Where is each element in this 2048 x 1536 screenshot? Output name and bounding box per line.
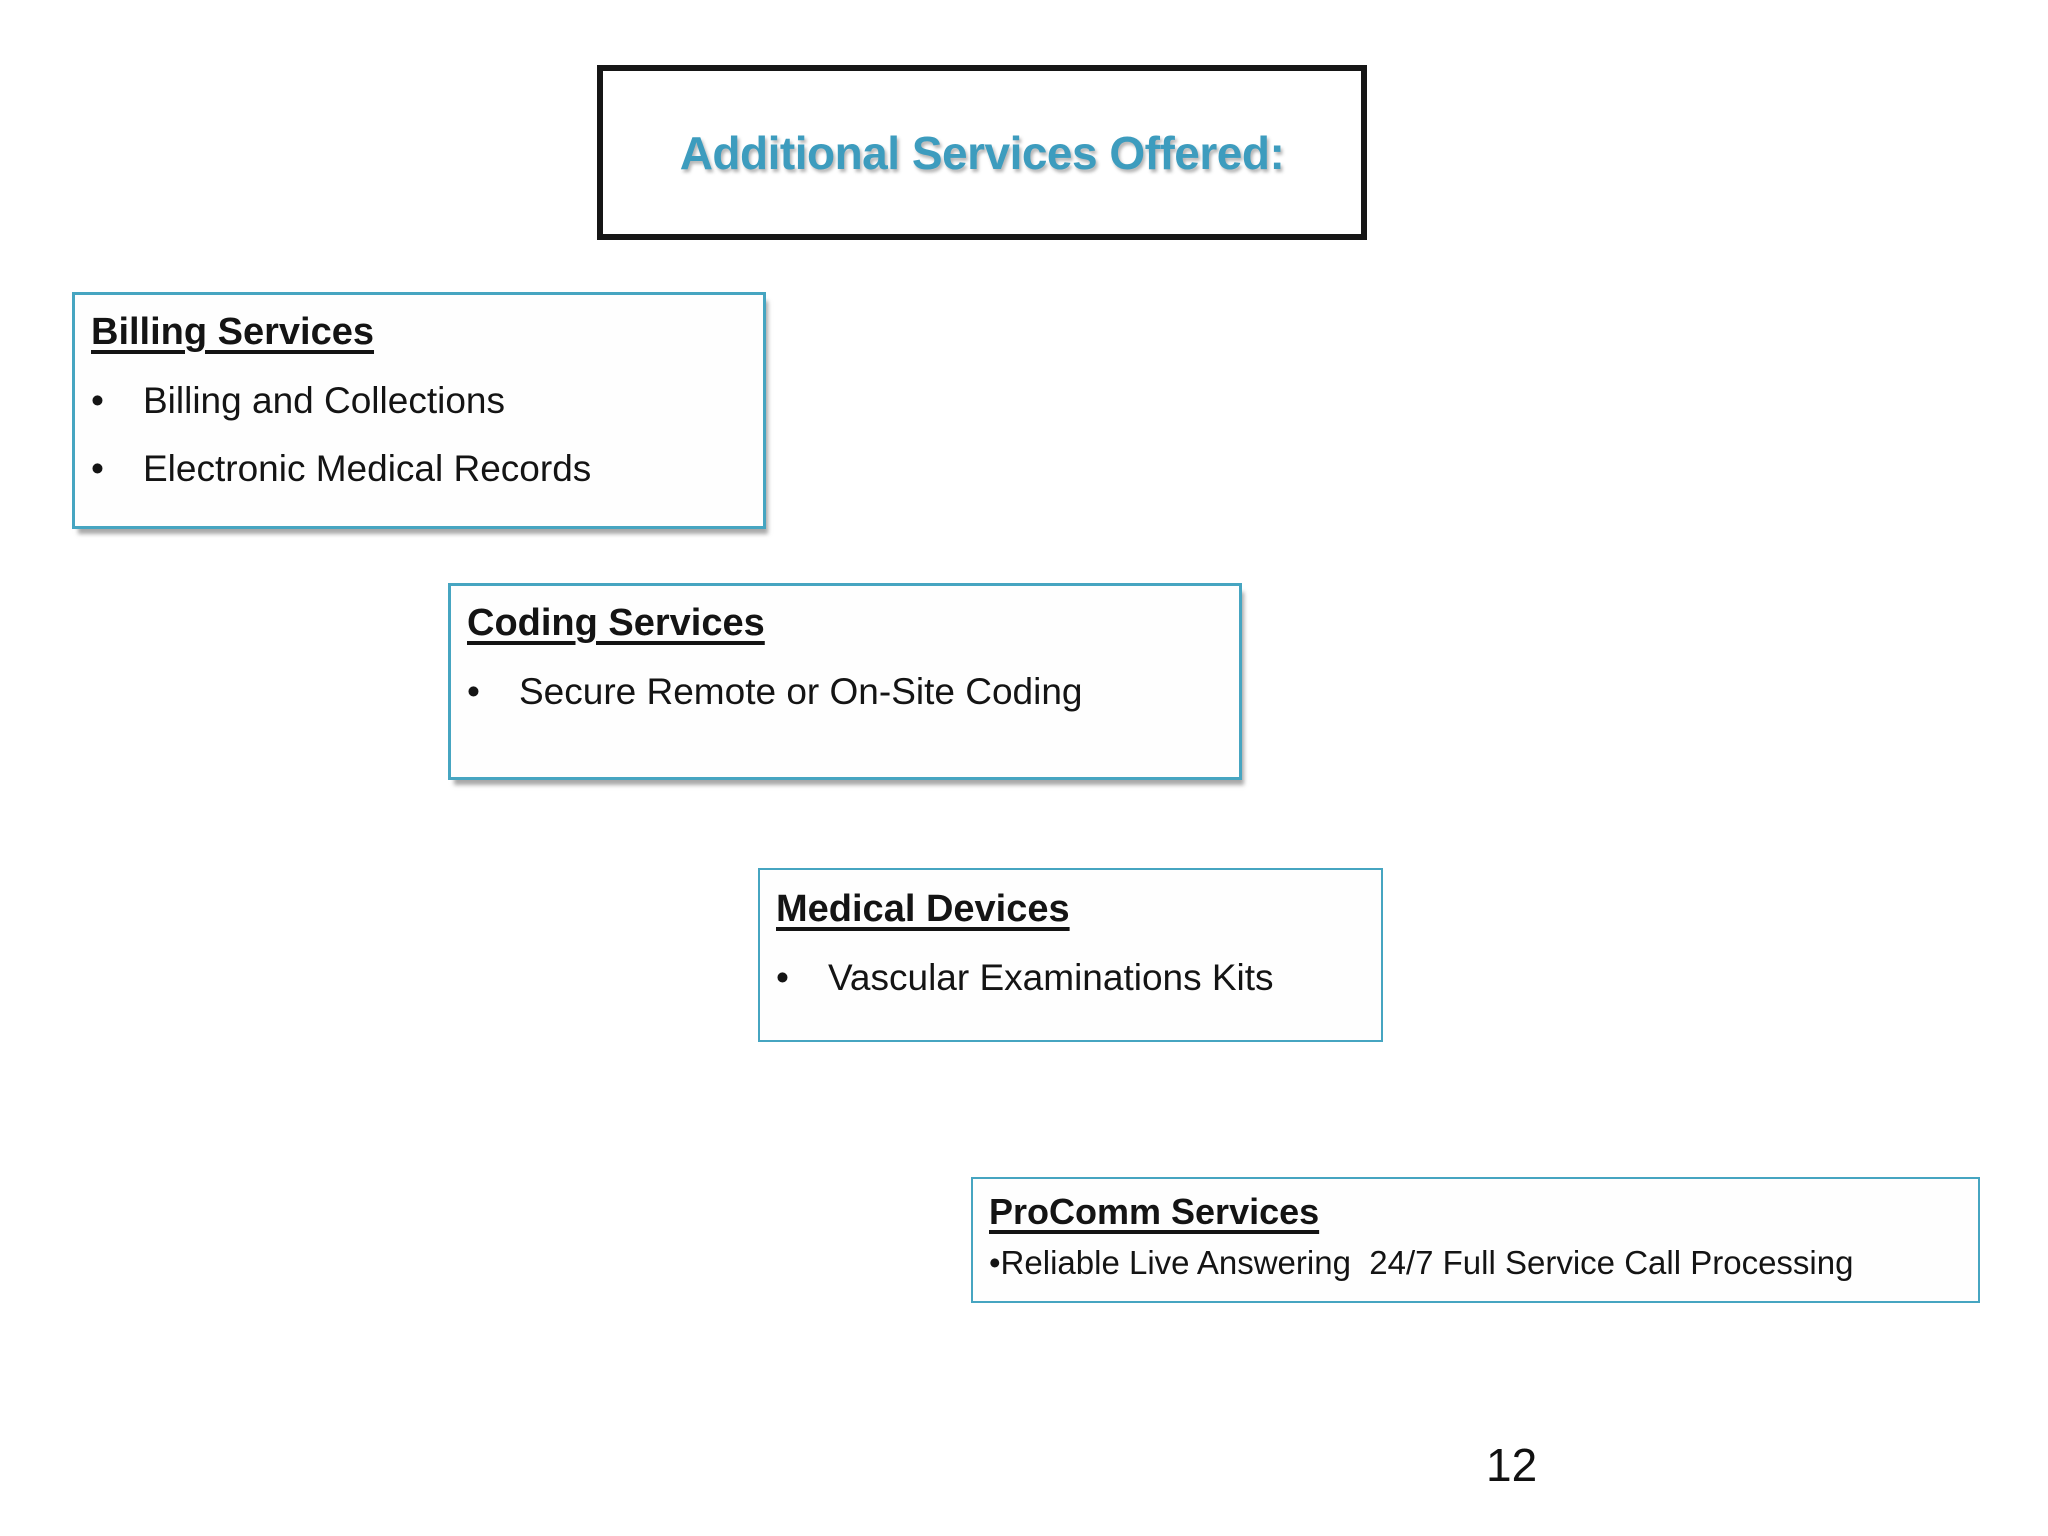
bullet-icon: • [467, 670, 480, 712]
page-number: 12 [1486, 1439, 1538, 1491]
list-item: • Secure Remote or On-Site Coding [467, 668, 1223, 716]
bullet-icon: • [91, 447, 104, 489]
procomm-body-text: •Reliable Live Answering 24/7 Full Servi… [989, 1244, 1854, 1281]
list-item: • Electronic Medical Records [91, 445, 747, 493]
bullet-icon: • [776, 956, 789, 998]
bullet-text: Billing and Collections [143, 379, 505, 421]
list-item: • Vascular Examinations Kits [776, 954, 1365, 1002]
bullet-text: Electronic Medical Records [143, 447, 592, 489]
medical-devices-box: Medical Devices • Vascular Examinations … [758, 868, 1383, 1042]
bullet-text: Secure Remote or On-Site Coding [519, 670, 1083, 712]
procomm-services-heading: ProComm Services [989, 1191, 1320, 1232]
coding-services-box: Coding Services • Secure Remote or On-Si… [448, 583, 1242, 780]
bullet-text: Vascular Examinations Kits [828, 956, 1274, 998]
billing-services-heading: Billing Services [91, 311, 375, 353]
medical-devices-heading: Medical Devices [776, 888, 1070, 930]
procomm-services-box: ProComm Services •Reliable Live Answerin… [971, 1177, 1980, 1303]
coding-services-heading: Coding Services [467, 602, 765, 644]
list-item: • Billing and Collections [91, 377, 747, 425]
slide-title-box: Additional Services Offered: [597, 65, 1367, 240]
billing-services-box: Billing Services • Billing and Collectio… [72, 292, 766, 529]
slide-title: Additional Services Offered: [679, 126, 1285, 179]
bullet-icon: • [91, 379, 104, 421]
